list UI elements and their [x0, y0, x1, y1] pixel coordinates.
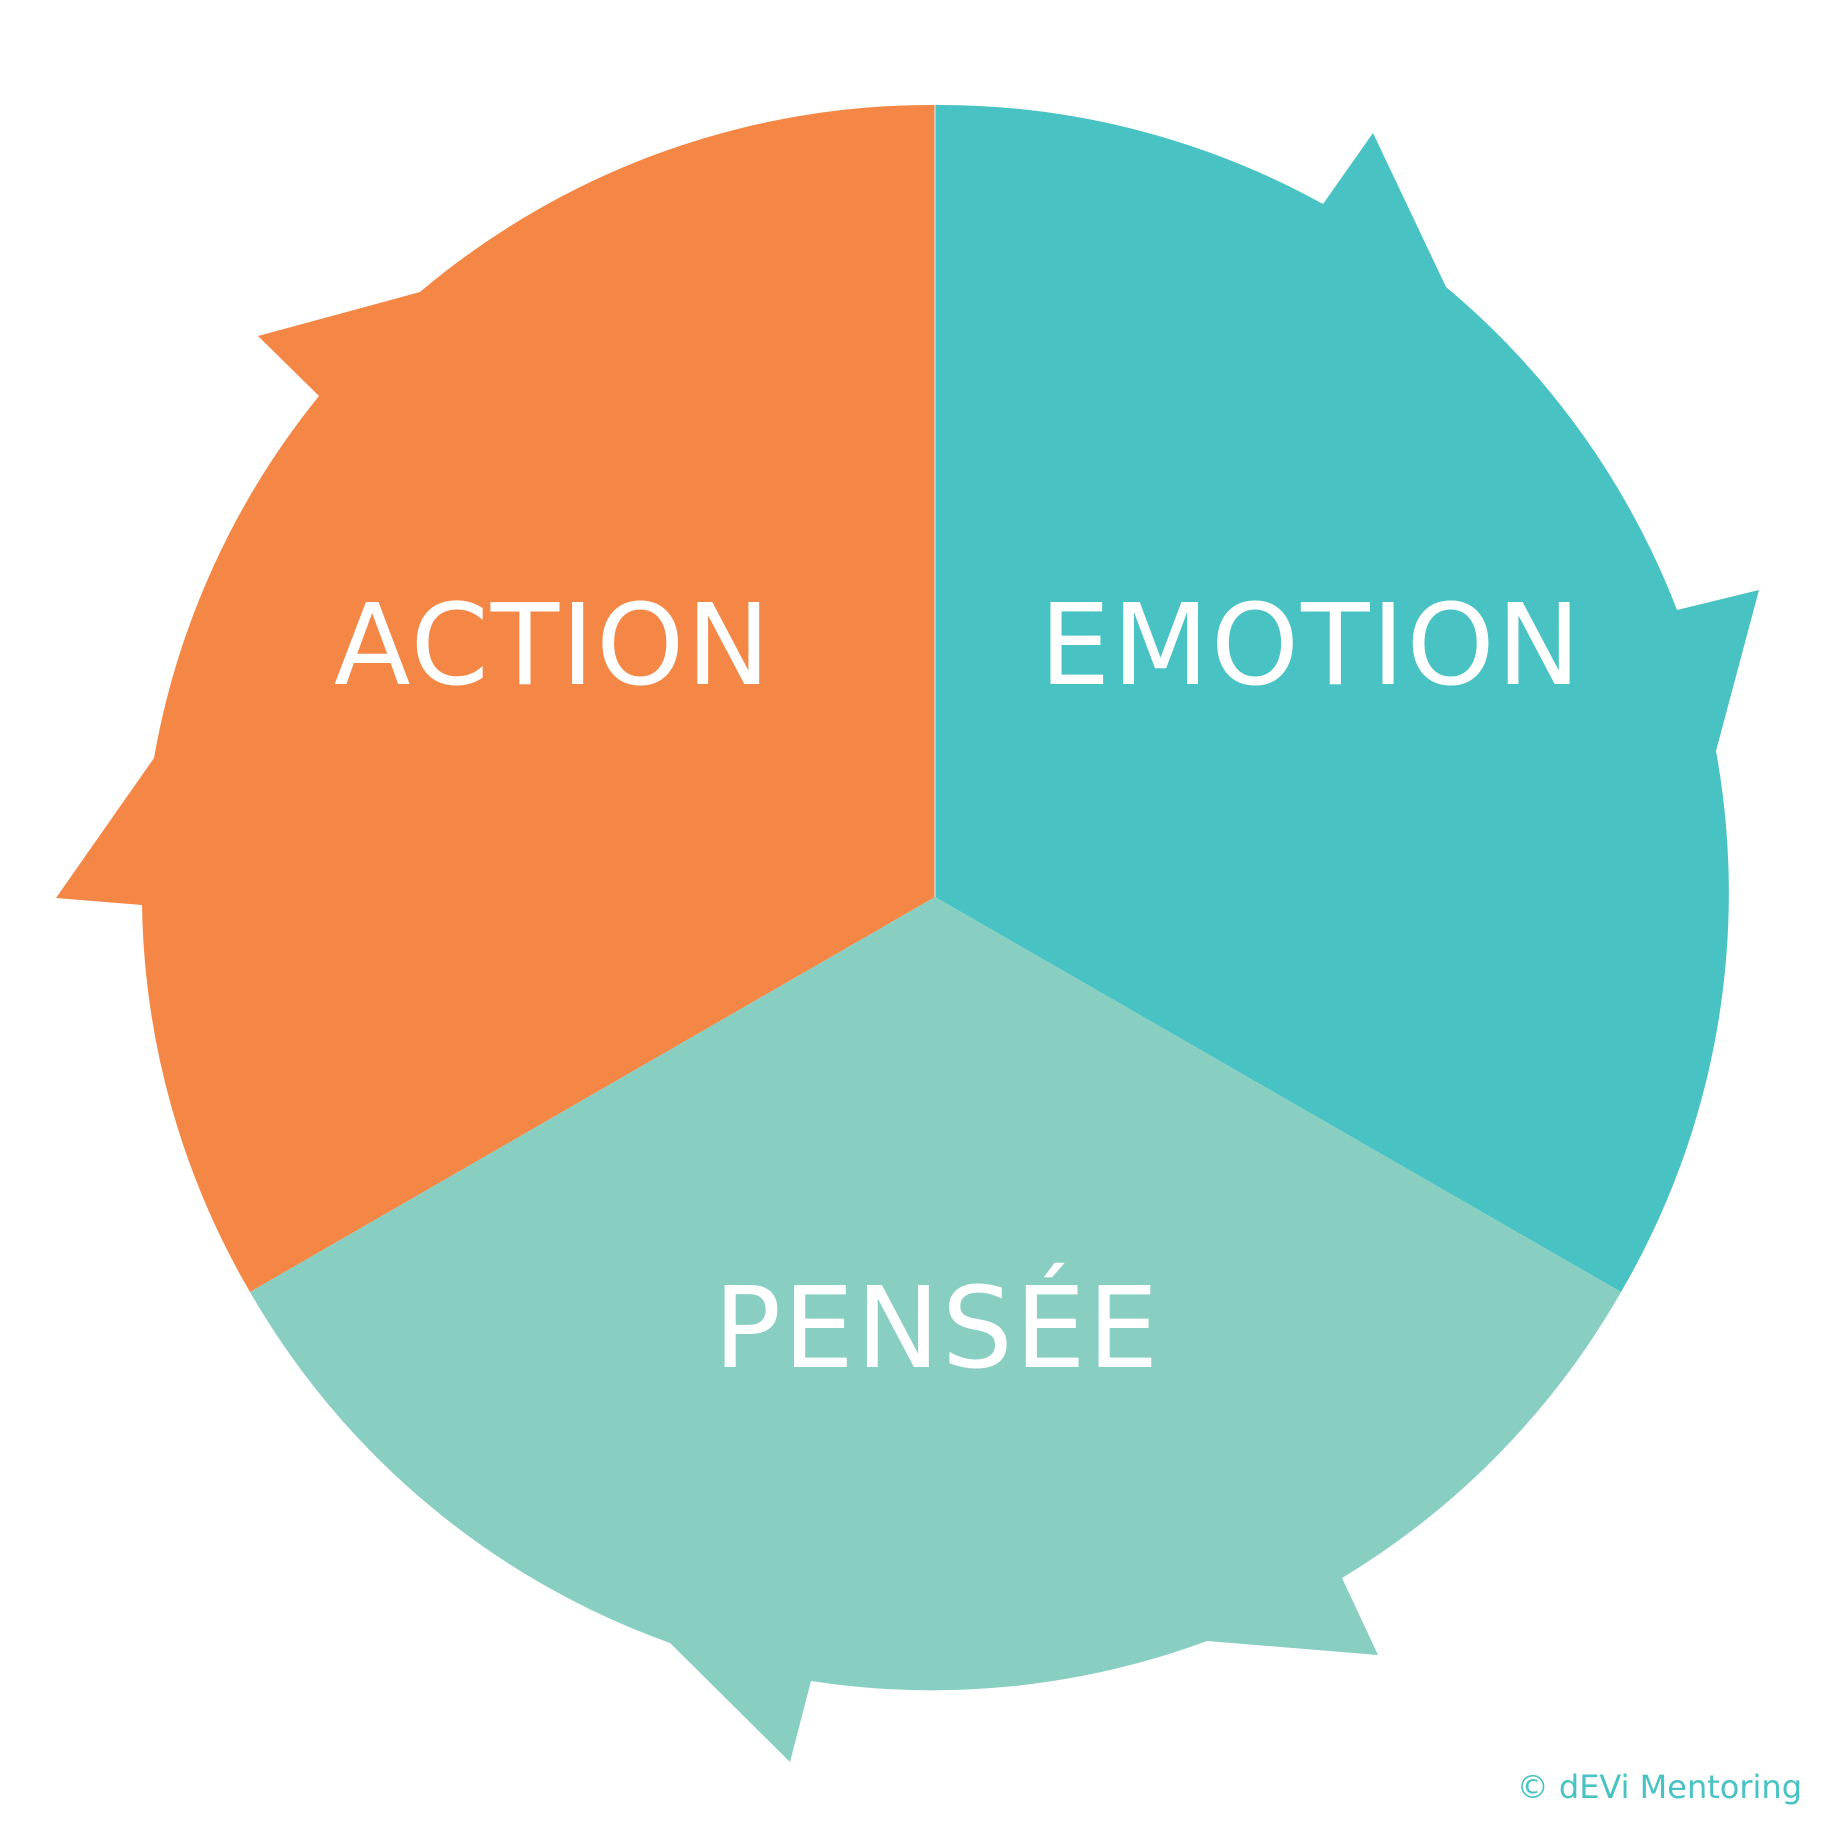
- label-emotion: EMOTION: [1040, 581, 1583, 711]
- label-pensee: PENSÉE: [714, 1262, 1161, 1394]
- segment-emotion: [935, 104, 1759, 1292]
- copyright-text: © dEVi Mentoring: [1516, 1768, 1802, 1806]
- segment-action: [56, 104, 935, 1293]
- segment-pensee: [250, 897, 1621, 1762]
- label-action: ACTION: [334, 581, 772, 711]
